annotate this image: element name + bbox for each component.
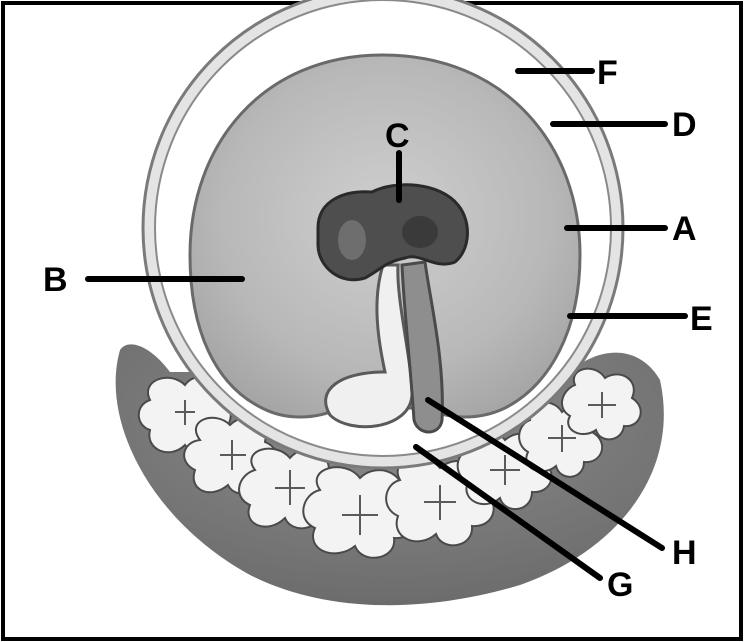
label-g: G — [607, 566, 633, 604]
label-c: C — [385, 117, 410, 155]
label-a: A — [672, 210, 697, 248]
label-h: H — [672, 534, 697, 572]
embryo-highlight-2 — [402, 216, 438, 248]
label-f: F — [597, 54, 618, 92]
label-e: E — [690, 300, 713, 338]
label-b: B — [43, 261, 68, 299]
label-d: D — [672, 106, 697, 144]
embryo-highlight-1 — [338, 220, 366, 260]
